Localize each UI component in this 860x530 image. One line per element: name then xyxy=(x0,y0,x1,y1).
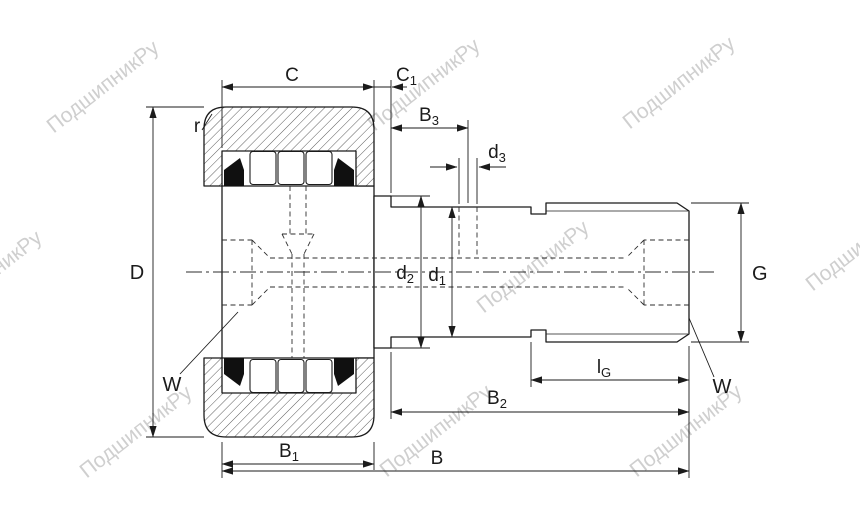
rollers-top-row xyxy=(249,150,333,186)
dim-label-B3: B3 xyxy=(419,105,439,128)
outer-ring-bottom-section xyxy=(203,357,375,438)
rollers-bottom-row xyxy=(249,358,333,394)
seal-bottom-left xyxy=(224,358,244,386)
watermark: ПодшипникРу xyxy=(619,32,740,134)
dim-label-r: r xyxy=(194,116,201,137)
watermark: ПодшипникРу xyxy=(76,381,197,483)
dim-label-G: G xyxy=(752,263,768,285)
hidden-grease-and-socket-lines xyxy=(222,186,689,358)
dim-label-d2: d2 xyxy=(396,263,414,286)
watermark: ПодшипникРу xyxy=(43,36,164,138)
leader-lines xyxy=(179,113,715,378)
dim-label-W-right: W xyxy=(713,376,732,398)
bearing-geometry xyxy=(186,106,714,438)
dim-label-C1: C1 xyxy=(396,65,417,88)
outer-ring-top-section xyxy=(203,106,375,187)
dim-label-W-left: W xyxy=(163,374,182,396)
watermark: ПодшипникРу xyxy=(0,226,47,328)
seal-bottom-right xyxy=(334,358,354,386)
watermark: ПодшипникРу xyxy=(802,194,860,296)
roller xyxy=(249,358,277,394)
watermark: ПодшипникРу xyxy=(626,380,747,482)
leader-r xyxy=(201,113,213,131)
dim-label-d1: d1 xyxy=(428,265,446,288)
seal-top-left xyxy=(224,158,244,186)
roller xyxy=(249,150,277,186)
dim-label-B1: B1 xyxy=(279,441,299,464)
dim-label-B: B xyxy=(431,448,444,469)
dim-label-lG: lG xyxy=(597,357,611,380)
dimension-lines xyxy=(149,83,745,475)
roller xyxy=(277,358,305,394)
roller xyxy=(305,150,333,186)
leader-W-left xyxy=(179,311,239,375)
dim-label-d3: d3 xyxy=(488,142,506,165)
roller xyxy=(305,358,333,394)
dim-label-D: D xyxy=(130,262,144,284)
dim-label-B2: B2 xyxy=(487,388,507,411)
seal-top-right xyxy=(334,158,354,186)
roller xyxy=(277,150,305,186)
dim-label-C: C xyxy=(285,65,299,86)
leader-W-right xyxy=(688,317,715,378)
dimension-labels: C C1 B3 d3 r D d2 d1 G W W lG B2 B1 B xyxy=(130,65,768,469)
